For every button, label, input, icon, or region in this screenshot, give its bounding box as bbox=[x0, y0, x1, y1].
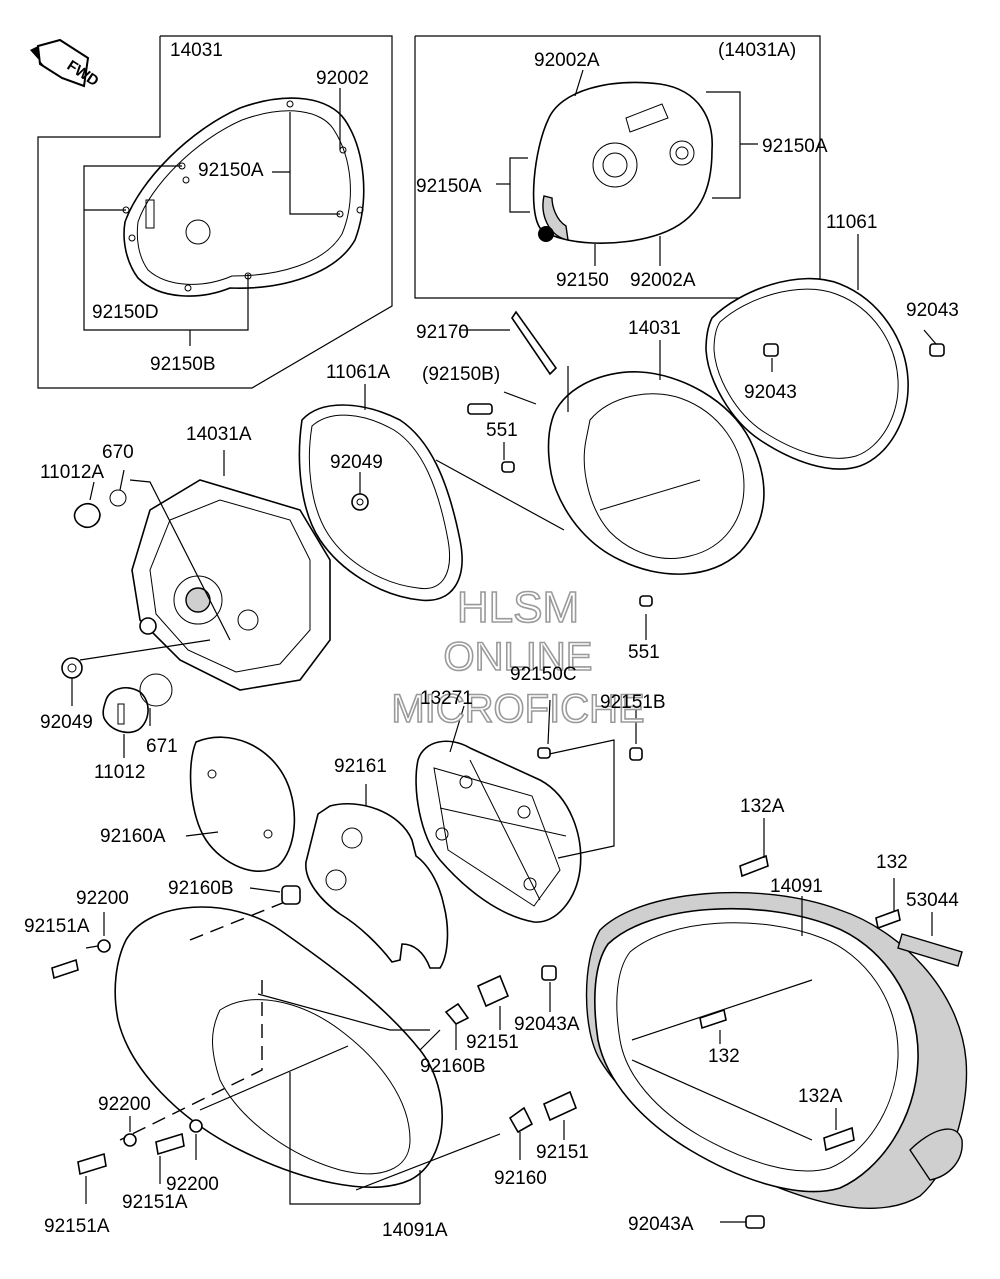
label-132-mid: 132 bbox=[708, 1046, 740, 1067]
label-671: 671 bbox=[146, 736, 178, 757]
label-92161: 92161 bbox=[334, 756, 387, 777]
cover-14031 bbox=[460, 310, 765, 640]
label-14091: 14091 bbox=[770, 876, 823, 897]
label-92151A-top: 92151A bbox=[24, 916, 90, 937]
label-92160A: 92160A bbox=[100, 826, 166, 847]
label-92151A-bottom: 92151A bbox=[44, 1216, 110, 1237]
label-92200-bottom: 92200 bbox=[166, 1174, 219, 1195]
label-14091A: 14091A bbox=[382, 1220, 448, 1241]
label-92150C: 92150C bbox=[510, 664, 577, 685]
label-92150B-paren: (92150B) bbox=[422, 364, 500, 385]
label-92150B: 92150B bbox=[150, 354, 216, 375]
label-13271: 13271 bbox=[420, 688, 473, 709]
inset-box-14031 bbox=[37, 35, 393, 389]
label-92002A-top: 92002A bbox=[534, 50, 600, 71]
label-92150: 92150 bbox=[556, 270, 609, 291]
label-92043A-mid: 92043A bbox=[514, 1014, 580, 1035]
gasket-11061A bbox=[298, 384, 565, 602]
cover-14091 bbox=[585, 818, 968, 1229]
label-92151-bottom: 92151 bbox=[536, 1142, 589, 1163]
label-92043-mid: 92043 bbox=[744, 382, 797, 403]
plate-92160A bbox=[185, 736, 296, 872]
label-132-right: 132 bbox=[876, 852, 908, 873]
cover-14091A bbox=[51, 885, 501, 1205]
spacers-center bbox=[419, 965, 578, 1160]
fwd-arrow-icon: FWD bbox=[30, 38, 102, 90]
label-670: 670 bbox=[102, 442, 134, 463]
label-92160B-top: 92160B bbox=[168, 878, 234, 899]
label-92160: 92160 bbox=[494, 1168, 547, 1189]
watermark-line-3: MICROFICHE bbox=[391, 687, 644, 731]
label-92043A-bottom: 92043A bbox=[628, 1214, 694, 1235]
label-14031A: 14031A bbox=[186, 424, 252, 445]
label-14031-paren: 14031 bbox=[170, 40, 223, 61]
part-labels: 14031 92002 92150A 92150D 92150B (14031A… bbox=[24, 40, 959, 1241]
watermark: HLSM ONLINE MICROFICHE bbox=[391, 582, 646, 732]
plate-13271 bbox=[415, 699, 643, 923]
label-92150A-left: 92150A bbox=[416, 176, 482, 197]
plate-92161 bbox=[305, 784, 449, 969]
inset-box-14031A bbox=[414, 35, 821, 299]
label-551-top: 551 bbox=[486, 420, 518, 441]
label-14031A-paren: (14031A) bbox=[718, 40, 796, 61]
label-92151A-mid: 92151A bbox=[122, 1192, 188, 1213]
label-92002A-bottom: 92002A bbox=[630, 270, 696, 291]
label-132A-bottom: 132A bbox=[798, 1086, 843, 1107]
label-11012: 11012 bbox=[94, 762, 145, 783]
cover-14031A bbox=[61, 450, 331, 758]
label-92150A-right: 92150A bbox=[762, 136, 828, 157]
label-92150D: 92150D bbox=[92, 302, 159, 323]
label-11061A: 11061A bbox=[326, 362, 390, 383]
label-53044: 53044 bbox=[906, 890, 959, 911]
label-551-bottom: 551 bbox=[628, 642, 660, 663]
label-92002: 92002 bbox=[316, 68, 369, 89]
label-92151-mid: 92151 bbox=[466, 1032, 519, 1053]
label-11012A: 11012A bbox=[40, 462, 104, 483]
label-92170: 92170 bbox=[416, 322, 469, 343]
label-92043-right: 92043 bbox=[906, 300, 959, 321]
gasket-11061 bbox=[705, 234, 945, 470]
label-92150A-left-box: 92150A bbox=[198, 160, 264, 181]
watermark-line-2: ONLINE bbox=[444, 635, 593, 679]
label-14031: 14031 bbox=[628, 318, 681, 339]
label-92200-mid: 92200 bbox=[98, 1094, 151, 1115]
label-92151B: 92151B bbox=[600, 692, 666, 713]
watermark-line-1: HLSM bbox=[457, 583, 579, 632]
label-132A-top: 132A bbox=[740, 796, 785, 817]
label-92049-top: 92049 bbox=[330, 452, 383, 473]
label-92200-top: 92200 bbox=[76, 888, 129, 909]
label-11061: 11061 bbox=[826, 212, 877, 233]
label-92049-bottom: 92049 bbox=[40, 712, 93, 733]
label-92160B-mid: 92160B bbox=[420, 1056, 486, 1077]
